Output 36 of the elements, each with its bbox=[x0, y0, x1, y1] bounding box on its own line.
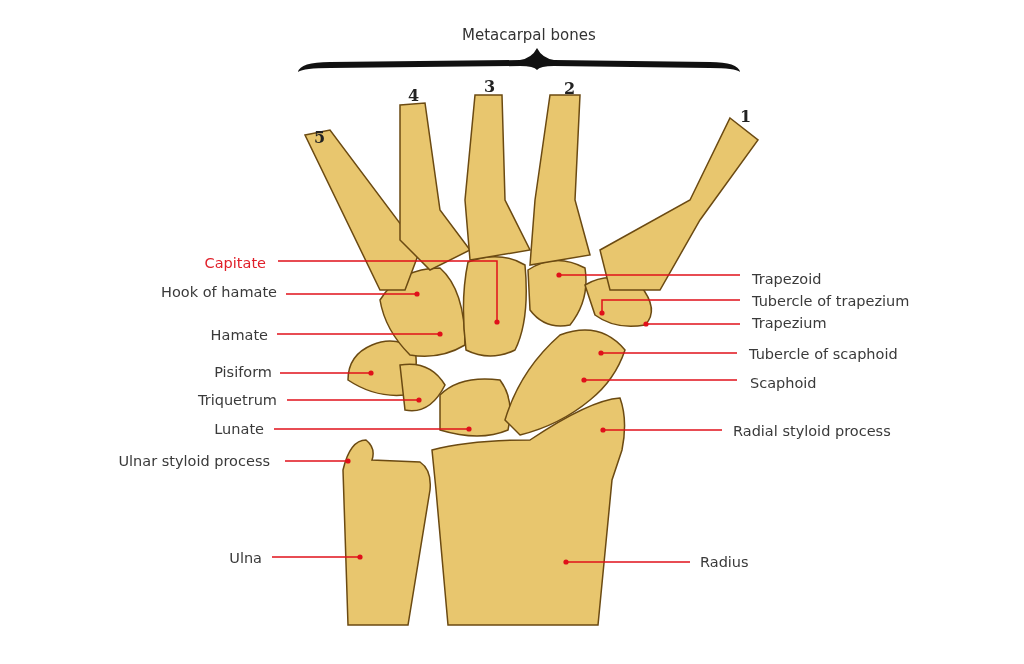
leader-line bbox=[271, 554, 363, 560]
bone-label: Scaphoid bbox=[750, 374, 817, 392]
leader-line bbox=[279, 370, 374, 376]
bone-label: Lunate bbox=[214, 420, 264, 438]
bone-label: Hook of hamate bbox=[161, 283, 277, 301]
leader-line bbox=[599, 299, 741, 316]
leader-line bbox=[285, 291, 420, 297]
bone-label: Radial styloid process bbox=[733, 422, 891, 440]
leader-line bbox=[556, 272, 741, 278]
leader-line bbox=[581, 377, 738, 383]
leader-line bbox=[277, 260, 500, 325]
bone-number: 1 bbox=[740, 107, 752, 126]
leader-line bbox=[643, 321, 741, 327]
diagram-title: Metacarpal bones bbox=[462, 26, 596, 44]
leader-line bbox=[598, 350, 738, 356]
bone-label: Trapezoid bbox=[752, 270, 822, 288]
bone-number: 5 bbox=[314, 128, 326, 147]
bone-label: Hamate bbox=[210, 326, 268, 344]
bone-number: 4 bbox=[408, 86, 420, 105]
bone-label: Ulnar styloid process bbox=[118, 452, 270, 470]
leader-line bbox=[286, 397, 422, 403]
bone-number: 3 bbox=[484, 77, 496, 96]
bone-label: Trapezium bbox=[752, 314, 827, 332]
bone-number: 2 bbox=[564, 79, 576, 98]
leader-line bbox=[563, 559, 691, 565]
bone-label: Triquetrum bbox=[198, 391, 277, 409]
bone-label: Tubercle of scaphoid bbox=[749, 345, 898, 363]
leader-line bbox=[600, 427, 723, 433]
bone-label: Ulna bbox=[229, 549, 262, 567]
bone-label: Tubercle of trapezium bbox=[752, 292, 910, 310]
bone-label: Radius bbox=[700, 553, 749, 571]
leader-line bbox=[276, 331, 443, 337]
leader-line bbox=[273, 426, 472, 432]
bone-label: Pisiform bbox=[214, 363, 272, 381]
bone-label: Capitate bbox=[204, 254, 266, 272]
leader-line bbox=[284, 458, 351, 464]
